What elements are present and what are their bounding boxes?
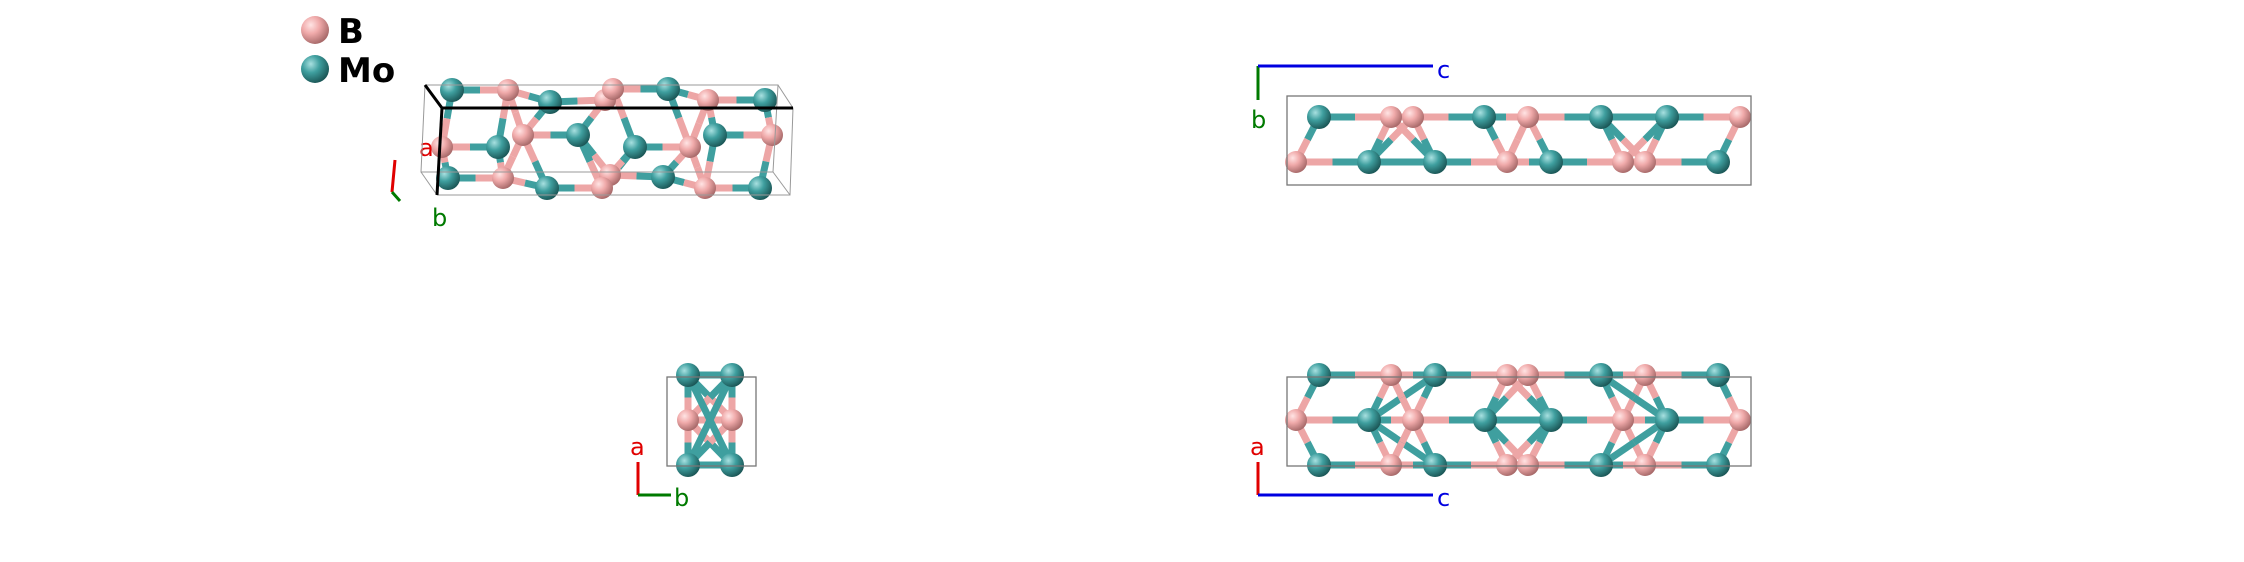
legend-b-label: B [338,12,364,52]
atom-mo [623,135,647,159]
atom-mo [538,90,562,114]
axis-a-label: a [1250,433,1265,461]
atom-mo [1589,105,1613,129]
atom-b [697,89,719,111]
atom-b [1496,364,1518,386]
axes-view-bc: b c [1251,56,1450,134]
atom-mo [656,77,680,101]
atom-mo [1655,105,1679,129]
atom-b [1729,106,1751,128]
atom-mo [1357,150,1381,174]
atom-mo [651,165,675,189]
atom-b [1612,151,1634,173]
atom-b [512,124,534,146]
axis-a-line [390,159,397,193]
atom-mo [1307,363,1331,387]
atom-mo [1655,408,1679,432]
axis-b-label: b [674,484,689,512]
axis-c-label: c [1437,56,1450,84]
atom-mo [1539,408,1563,432]
atom-b [1517,454,1539,476]
axis-a-label: a [630,433,645,461]
axes-perspective: a b [390,134,447,232]
atom-mo [1706,150,1730,174]
legend-mo-swatch [301,55,329,83]
atom-b [1517,106,1539,128]
atom-b [1496,151,1518,173]
atom-mo [1589,363,1613,387]
atom-b [677,409,699,431]
atom-b [1380,364,1402,386]
axes-view-ab: a b [630,433,689,512]
atom-mo [1706,453,1730,477]
atom-b [591,177,613,199]
atom-mo [703,123,727,147]
atoms [431,77,1751,477]
cell-axis-highlight [435,107,444,196]
atom-b [1402,106,1424,128]
unit-cells [420,84,1752,467]
atom-mo [1423,453,1447,477]
unit-cell-ab [666,376,757,467]
unit-cell-edge [777,84,794,109]
atom-mo [1307,105,1331,129]
atom-mo [720,363,744,387]
atom-b [1729,409,1751,431]
atom-mo [1589,453,1613,477]
axis-b-label: b [432,204,447,232]
atom-b [679,136,701,158]
atom-mo [1706,363,1730,387]
axis-b-label: b [1251,106,1266,134]
unit-cell-front [437,107,794,196]
atom-b [431,136,453,158]
unit-cell-edge [420,171,438,196]
atom-mo [566,123,590,147]
unit-cell-edge [772,171,791,196]
atom-mo [676,363,700,387]
legend-mo-label: Mo [338,51,395,91]
atom-mo [1307,453,1331,477]
atom-b [1634,151,1656,173]
atom-b [602,78,624,100]
atom-mo [440,78,464,102]
atom-b [1380,106,1402,128]
atom-mo [1539,150,1563,174]
atom-b [1634,454,1656,476]
atom-b [1402,409,1424,431]
atom-b [1517,364,1539,386]
atom-mo [486,135,510,159]
axis-c-label: c [1437,484,1450,512]
atom-mo [1472,105,1496,129]
atom-b [1634,364,1656,386]
atom-b [1612,409,1634,431]
unit-cell-bc [1286,95,1752,186]
atom-mo [748,176,772,200]
axes-view-ac: a c [1250,433,1450,512]
atom-b [761,124,783,146]
atom-mo [1473,408,1497,432]
atom-mo [720,453,744,477]
atom-b [492,167,514,189]
atom-b [1285,409,1307,431]
atom-mo [535,176,559,200]
atom-b [1496,454,1518,476]
atom-mo [1423,363,1447,387]
legend: B Mo [301,12,395,91]
atom-b [694,177,716,199]
atom-mo [1357,408,1381,432]
atom-b [721,409,743,431]
unit-cell-ac [1286,376,1752,467]
atom-mo [1423,150,1447,174]
legend-b-swatch [301,16,329,44]
atom-b [1285,151,1307,173]
axis-b-line [390,191,402,202]
atom-mo [676,453,700,477]
atom-b [497,79,519,101]
atom-mo [753,88,777,112]
atom-b [1380,454,1402,476]
